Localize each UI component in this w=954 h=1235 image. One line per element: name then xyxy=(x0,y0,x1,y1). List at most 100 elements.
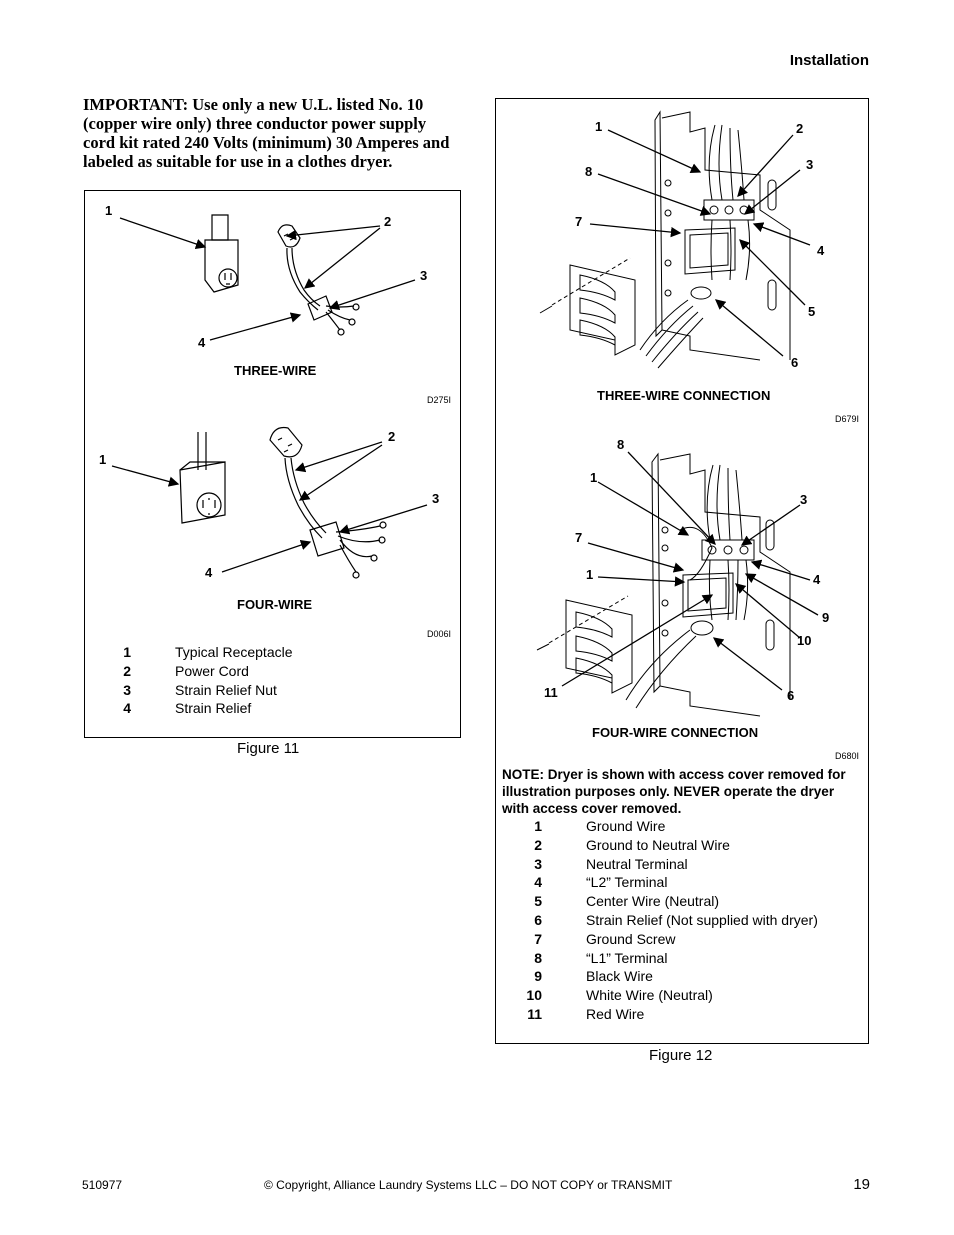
callout-4: 4 xyxy=(198,335,206,350)
copyright: © Copyright, Alliance Laundry Systems LL… xyxy=(264,1178,673,1192)
callout-9: 9 xyxy=(822,610,830,625)
figure-11-caption: Figure 11 xyxy=(237,740,300,757)
callout-2: 2 xyxy=(796,121,804,136)
callout-1: 1 xyxy=(105,203,113,218)
legend-num: 5 xyxy=(534,893,542,910)
three-wire-caption: THREE-WIRE xyxy=(234,363,317,378)
legend-text: Red Wire xyxy=(586,1005,645,1022)
callout-11: 11 xyxy=(544,685,558,700)
drawing-code: D275I xyxy=(427,395,452,405)
legend-row: 6 Strain Relief (Not supplied with dryer) xyxy=(510,912,860,931)
callout-7: 7 xyxy=(575,530,583,545)
figure-12-box xyxy=(495,98,869,1044)
legend-num: 10 xyxy=(526,987,542,1004)
legend-row: 2 Power Cord xyxy=(100,663,400,682)
figure-12-caption: Figure 12 xyxy=(649,1047,713,1064)
legend-row: 2 Ground to Neutral Wire xyxy=(510,837,860,856)
legend-num: 6 xyxy=(534,911,542,928)
legend-num: 8 xyxy=(534,949,542,966)
drawing-code: D680I xyxy=(835,751,860,761)
figure-12-legend: 1 Ground Wire 2 Ground to Neutral Wire 3 Ne… xyxy=(510,818,860,1025)
legend-num: 4 xyxy=(534,874,542,891)
legend-text: Strain Relief xyxy=(175,700,252,717)
drawing-code: D679I xyxy=(835,414,860,424)
doc-number: 510977 xyxy=(82,1178,123,1192)
callout-3: 3 xyxy=(800,492,808,507)
callout-10: 10 xyxy=(797,633,812,648)
legend-row: 3 Neutral Terminal xyxy=(510,856,860,875)
callout-1: 1 xyxy=(595,119,603,134)
callout-5: 5 xyxy=(808,304,816,319)
legend-text: Strain Relief Nut xyxy=(175,681,277,698)
legend-text: Ground to Neutral Wire xyxy=(586,836,730,853)
four-wire-cord-drawing xyxy=(269,426,387,579)
callout-1: 1 xyxy=(586,567,594,582)
legend-text: Power Cord xyxy=(175,662,249,679)
legend-row: 10 White Wire (Neutral) xyxy=(510,987,860,1006)
legend-row: 1 Ground Wire xyxy=(510,818,860,837)
legend-num: 11 xyxy=(527,1005,542,1022)
callout-1: 1 xyxy=(590,470,598,485)
callout-3: 3 xyxy=(806,157,814,172)
legend-num: 2 xyxy=(534,836,542,853)
four-wire-caption: FOUR-WIRE xyxy=(237,597,313,612)
callout-1: 1 xyxy=(99,452,107,467)
legend-text: Ground Screw xyxy=(586,930,676,947)
legend-num: 7 xyxy=(534,930,542,947)
callout-2: 2 xyxy=(384,214,392,229)
figure-12-four-wire-leaders xyxy=(561,451,819,691)
legend-row: 4 “L2” Terminal xyxy=(510,874,860,893)
drawing-code: D006I xyxy=(427,629,452,639)
figure-12-three-wire-leaders xyxy=(589,129,811,357)
legend-row: 1 Typical Receptacle xyxy=(100,644,400,663)
legend-row: 9 Black Wire xyxy=(510,968,860,987)
legend-text: White Wire (Neutral) xyxy=(586,987,713,1004)
four-wire-connection-caption: FOUR-WIRE CONNECTION xyxy=(592,725,759,740)
callout-3: 3 xyxy=(420,268,428,283)
legend-text: Ground Wire xyxy=(586,818,666,834)
legend-text: “L1” Terminal xyxy=(586,949,668,966)
note-text: NOTE: Dryer is shown with access cover r… xyxy=(502,767,846,816)
legend-text: “L2” Terminal xyxy=(586,874,668,891)
callout-6: 6 xyxy=(791,355,799,370)
legend-row: 3 Strain Relief Nut xyxy=(100,682,400,701)
legend-text: Center Wire (Neutral) xyxy=(586,893,720,910)
callout-3: 3 xyxy=(432,491,440,506)
important-notice: IMPORTANT: Use only a new U.L. listed No… xyxy=(83,95,450,171)
legend-num: 9 xyxy=(534,968,542,985)
legend-text: Neutral Terminal xyxy=(586,855,688,872)
legend-num: 1 xyxy=(123,644,131,660)
four-wire-receptacle-drawing xyxy=(179,432,226,524)
section-header: Installation xyxy=(789,52,869,69)
callout-4: 4 xyxy=(817,243,825,258)
legend-row: 11 Red Wire xyxy=(510,1006,860,1025)
legend-text: Typical Receptacle xyxy=(175,644,293,660)
three-wire-cord-drawing xyxy=(277,224,360,336)
callout-2: 2 xyxy=(388,429,396,444)
legend-num: 2 xyxy=(123,662,131,679)
callout-7: 7 xyxy=(575,214,583,229)
four-wire-connection-drawing xyxy=(536,452,791,717)
three-wire-connection-drawing xyxy=(539,110,791,369)
legend-row: 5 Center Wire (Neutral) xyxy=(510,893,860,912)
legend-row: 4 Strain Relief xyxy=(100,700,400,719)
callout-8: 8 xyxy=(617,437,625,452)
three-wire-receptacle-drawing xyxy=(204,214,239,293)
figure-11-box xyxy=(84,190,461,738)
page-number: 19 xyxy=(853,1176,870,1193)
legend-num: 3 xyxy=(534,855,542,872)
legend-text: Strain Relief (Not supplied with dryer) xyxy=(586,911,818,928)
legend-num: 3 xyxy=(123,681,131,698)
legend-text: Black Wire xyxy=(586,968,653,985)
legend-row: 8 “L1” Terminal xyxy=(510,950,860,969)
legend-num: 1 xyxy=(534,818,542,834)
callout-4: 4 xyxy=(813,572,821,587)
callout-4: 4 xyxy=(205,565,213,580)
three-wire-connection-caption: THREE-WIRE CONNECTION xyxy=(597,388,771,403)
figure-11-leaders xyxy=(111,217,428,573)
legend-num: 4 xyxy=(123,700,131,717)
legend-row: 7 Ground Screw xyxy=(510,931,860,950)
callout-6: 6 xyxy=(787,688,795,703)
